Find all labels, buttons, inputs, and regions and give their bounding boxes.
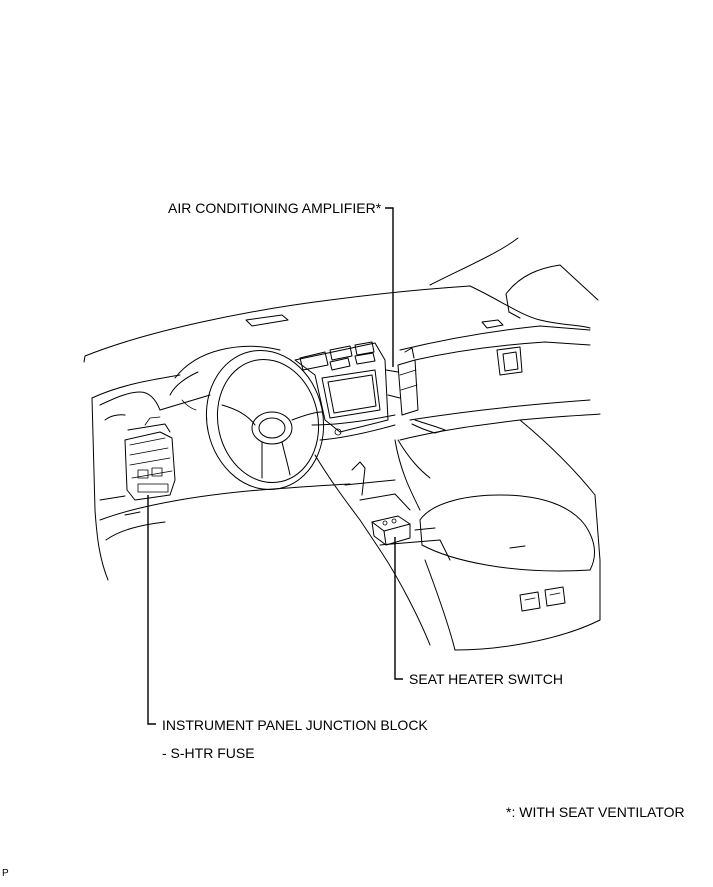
- ac-amplifier-part: [385, 347, 419, 416]
- ac-amplifier-label: AIR CONDITIONING AMPLIFIER*: [168, 200, 382, 216]
- center-stack: [294, 341, 451, 561]
- seat-switch-leader-line: [394, 537, 403, 680]
- dashboard-outline: [83, 237, 601, 581]
- junction-block-leader-line: [147, 495, 156, 725]
- corner-code-label: P: [2, 868, 9, 879]
- center-console: [379, 494, 601, 651]
- ac-leader-line: [385, 207, 394, 367]
- junction-block-label: INSTRUMENT PANEL JUNCTION BLOCK: [162, 717, 428, 733]
- leader-lines: [147, 207, 403, 725]
- fuse-label: - S-HTR FUSE: [162, 745, 255, 761]
- footnote-label: *: WITH SEAT VENTILATOR: [506, 804, 685, 820]
- junction-block-part: [124, 416, 176, 501]
- seat-heater-switch-part: [371, 515, 411, 546]
- seat-heater-switch-label: SEAT HEATER SWITCH: [409, 671, 564, 687]
- steering-wheel: [169, 345, 325, 491]
